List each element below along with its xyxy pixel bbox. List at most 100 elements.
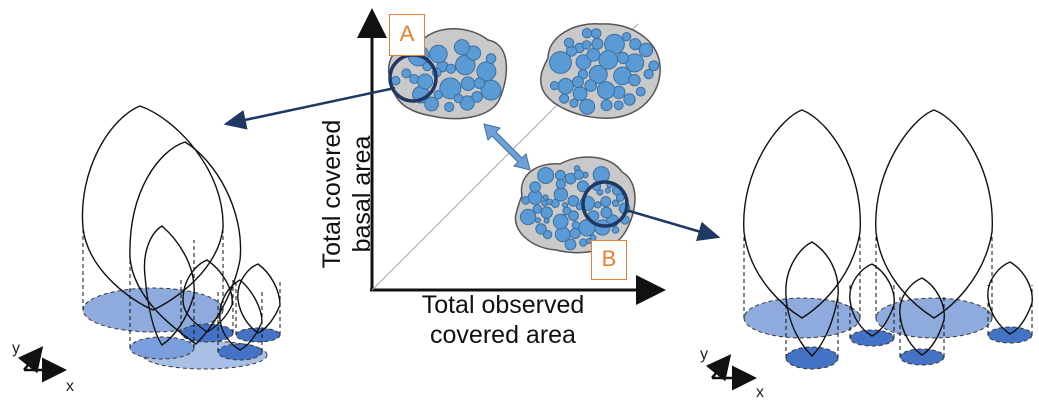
droplet-circle [546,198,553,206]
droplet-circle [549,81,560,91]
droplet-circle [559,93,570,104]
coord-y-left: y [12,340,20,357]
droplet-circle [604,187,611,194]
droplet-circle [611,226,620,234]
coord-x-left: x [66,378,74,395]
droplet-patch-c [539,23,661,119]
droplet-circle [622,32,632,42]
droplet-circle [473,77,486,89]
droplet-circle [460,76,476,91]
droplet-circle [648,60,660,72]
droplet-circle [537,167,555,184]
droplet-circle [543,217,550,224]
droplet-circle [590,28,602,39]
droplet-circle [591,37,604,50]
droplet-circle [433,90,443,100]
magnifier-circle-icon [581,180,629,228]
droplet-circle [562,202,569,209]
x-axis-label: Total observed covered area [388,290,618,350]
droplet-circle [579,98,596,115]
coord-axes-left [17,346,67,383]
droplet-circle [390,75,401,86]
y-axis-label: Total covered basal area [317,79,377,309]
droplet-circle [549,51,572,74]
droplet-circle [453,39,471,56]
droplet-circle [581,40,592,50]
coord-y-right: y [700,346,708,363]
droplet-circle [576,180,589,193]
droplet-circle [542,194,549,201]
double-arrow-icon [483,123,531,171]
droplet-circle [596,81,616,100]
x-axis-label-line2: covered area [430,321,576,349]
droplet-circle [542,229,553,240]
droplet-circle [567,195,580,207]
droplet-circle [535,223,547,235]
coord-axes-right [705,354,757,391]
droplet-circle [579,238,588,247]
droplet-circle [613,100,624,111]
drops-3d-left [81,105,281,370]
droplet-circle [598,50,619,70]
marker-a-tag: A [389,14,425,56]
droplet-circle [424,96,440,112]
droplet-circle [476,61,497,82]
droplet-circle [629,38,642,51]
droplet-circle [600,206,613,219]
droplet-circle [485,53,497,64]
droplet-circle [569,98,579,108]
droplet-circle [555,179,566,190]
droplet-circle [529,181,541,193]
droplet-circle [628,73,641,87]
droplet-circle [455,54,476,76]
droplet-circle [445,63,457,74]
droplet-circle [532,204,542,214]
droplet-circle [594,201,602,209]
droplet-patch-b [514,156,636,254]
droplet-circle [584,79,598,92]
droplet-circle [571,221,580,230]
droplet-circle [417,73,434,90]
marker-b-tag: B [591,240,627,280]
droplet-circle [600,99,613,112]
drops-3d-right [743,109,1033,370]
droplet-circle [552,213,569,230]
coord-x-right: x [756,384,764,401]
droplet-circle [401,68,412,79]
droplet-circle [453,93,464,104]
y-axis-label-line1: Total covered [318,119,346,269]
droplet-circle [429,44,448,64]
y-axis-label-line2: basal area [348,135,376,253]
droplet-circle [519,208,537,226]
droplet-circle [623,93,636,106]
droplet-circle [638,42,654,58]
droplet-circle [635,86,646,97]
pointer-arrow-icon [223,86,396,130]
droplet-circle [471,91,483,103]
droplet-circle [557,78,574,95]
droplet-circle [444,101,455,113]
droplet-circle [616,193,625,202]
droplet-circle [563,37,575,48]
droplet-circle [588,64,608,84]
droplet-circle [540,206,553,219]
droplet-circle [586,48,601,62]
droplet-circle [600,196,612,208]
x-axis-label-line1: Total observed [421,291,585,319]
droplet-circle [571,76,584,88]
droplet-circle [616,51,630,65]
droplet-circle [535,217,541,224]
droplet-circle [569,228,581,240]
droplet-circle [572,86,588,102]
droplet-circle [439,77,462,100]
droplet-circle [643,69,654,80]
droplet-circle [581,28,593,39]
droplet-circle [612,199,620,207]
droplet-circle [555,169,566,181]
droplet-circle [568,210,579,222]
pointer-arrow-icon [625,208,721,241]
droplet-circle [564,238,577,251]
droplet-circle [573,169,585,180]
